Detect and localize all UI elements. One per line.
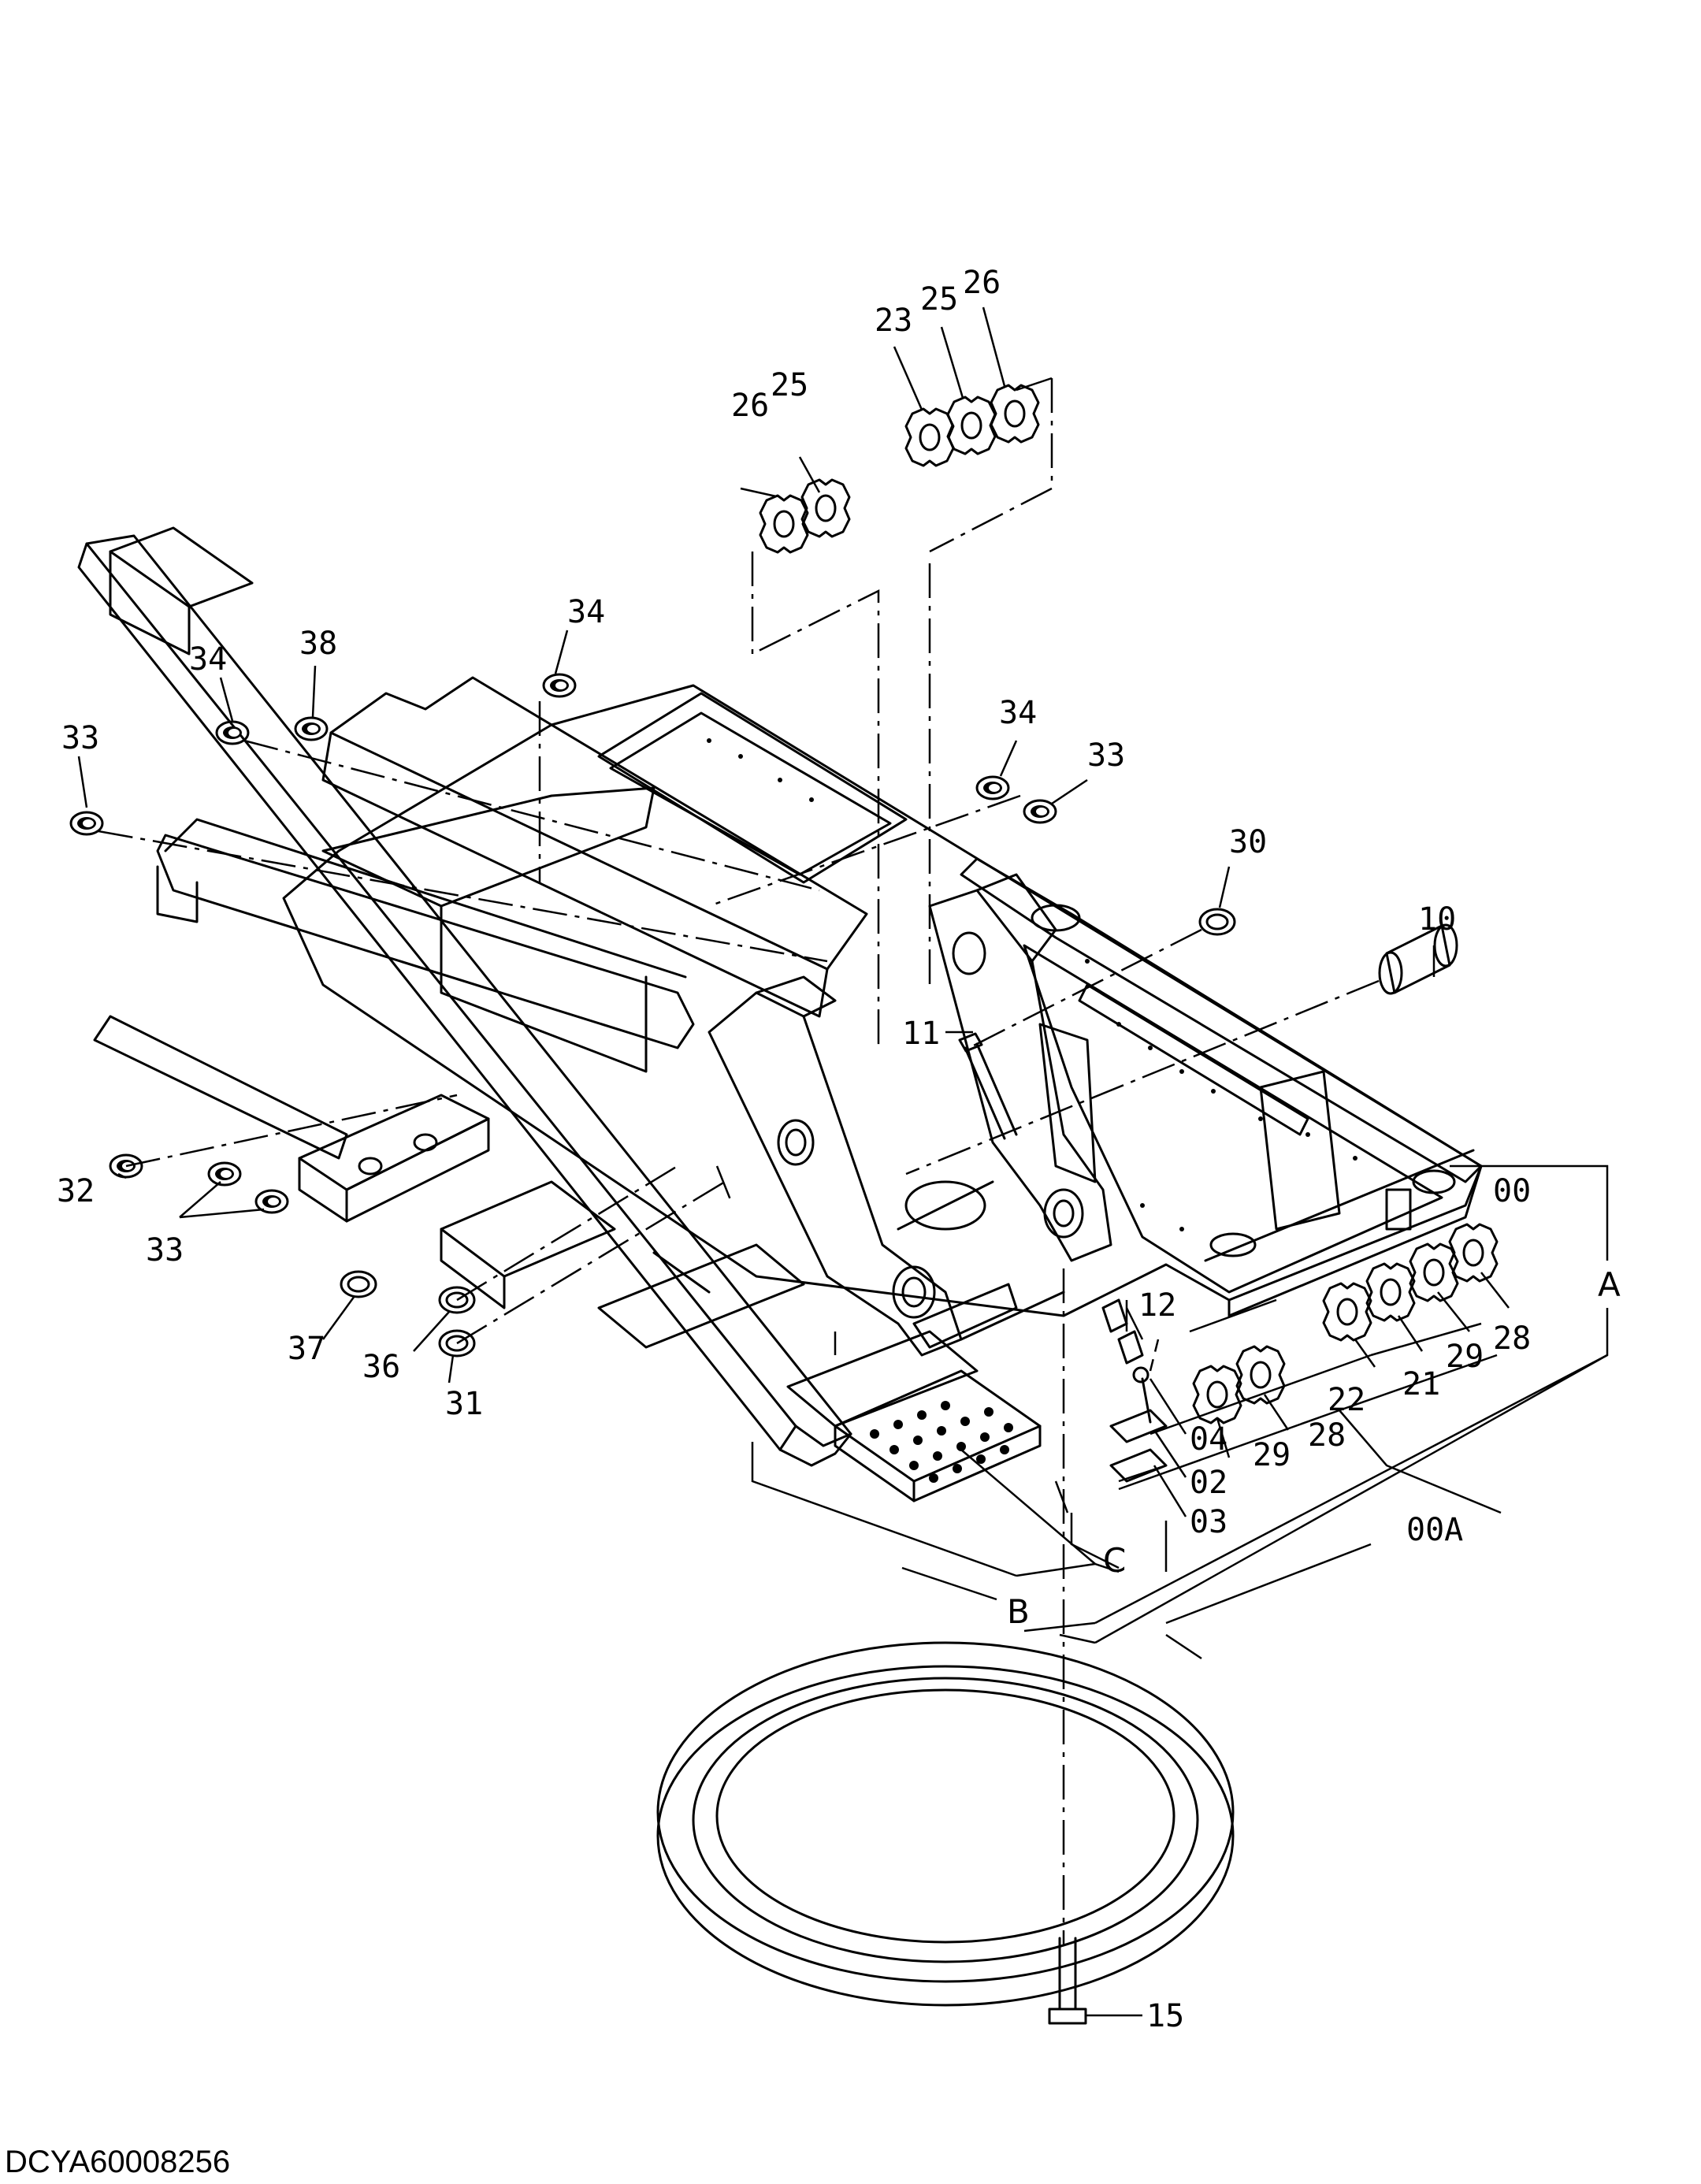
callout-23: 23 xyxy=(875,303,912,339)
callout-04: 04 xyxy=(1190,1421,1227,1458)
callout-37: 37 xyxy=(288,1331,325,1367)
callout-25-top: 25 xyxy=(920,281,958,318)
callout-21: 21 xyxy=(1402,1366,1440,1402)
callout-02: 02 xyxy=(1190,1465,1227,1501)
left-beams xyxy=(93,676,868,1160)
leader-lines xyxy=(77,306,1609,2017)
callout-11: 11 xyxy=(902,1016,940,1052)
callout-B: B xyxy=(1007,1592,1030,1631)
callout-00A: 00A xyxy=(1406,1512,1463,1548)
drawing-id: DCYA60008256 xyxy=(5,2145,231,2179)
callout-15: 15 xyxy=(1146,1998,1184,2034)
callout-33-right: 33 xyxy=(1087,737,1125,774)
callout-29-mid: 29 xyxy=(1253,1437,1291,1473)
callout-labels: 26 25 23 25 26 34 34 38 33 34 33 30 10 1… xyxy=(57,265,1621,2034)
boom-bracket xyxy=(708,873,1112,1357)
plates-02-03 xyxy=(1109,1366,1168,1483)
callout-33-left: 33 xyxy=(61,720,99,756)
left-side-rail xyxy=(77,534,852,1467)
upper-frame xyxy=(282,684,1483,1317)
callout-10: 10 xyxy=(1418,901,1456,938)
callout-34-mid: 34 xyxy=(567,594,605,630)
callout-25-left: 25 xyxy=(771,367,808,403)
callout-28-mid: 28 xyxy=(1308,1417,1346,1454)
shims xyxy=(759,384,1499,1424)
callout-38: 38 xyxy=(299,626,337,662)
callout-03: 03 xyxy=(1190,1504,1227,1540)
callout-34-left: 34 xyxy=(189,641,227,678)
callout-22: 22 xyxy=(1328,1382,1365,1418)
bolt-15 xyxy=(1048,1937,1087,2025)
callout-34-right: 34 xyxy=(999,695,1037,731)
bolt-11 xyxy=(958,1032,1018,1140)
callout-36: 36 xyxy=(362,1349,400,1385)
callout-32: 32 xyxy=(57,1173,95,1209)
callout-12: 12 xyxy=(1138,1287,1176,1324)
callout-29-right: 29 xyxy=(1446,1339,1484,1375)
cross-members xyxy=(109,526,1042,1502)
callout-33-lower: 33 xyxy=(146,1232,184,1268)
callout-30: 30 xyxy=(1229,824,1267,860)
callout-28-right: 28 xyxy=(1493,1320,1531,1357)
swing-bearing xyxy=(656,1641,1235,2007)
callout-A: A xyxy=(1598,1265,1621,1304)
callout-C: C xyxy=(1103,1541,1126,1580)
callout-26-top: 26 xyxy=(963,265,1001,301)
callout-00: 00 xyxy=(1493,1173,1531,1209)
bolts-12 xyxy=(1101,1298,1144,1365)
pin-10 xyxy=(1378,923,1458,995)
callout-26-left: 26 xyxy=(731,388,769,424)
callout-31: 31 xyxy=(445,1386,483,1422)
